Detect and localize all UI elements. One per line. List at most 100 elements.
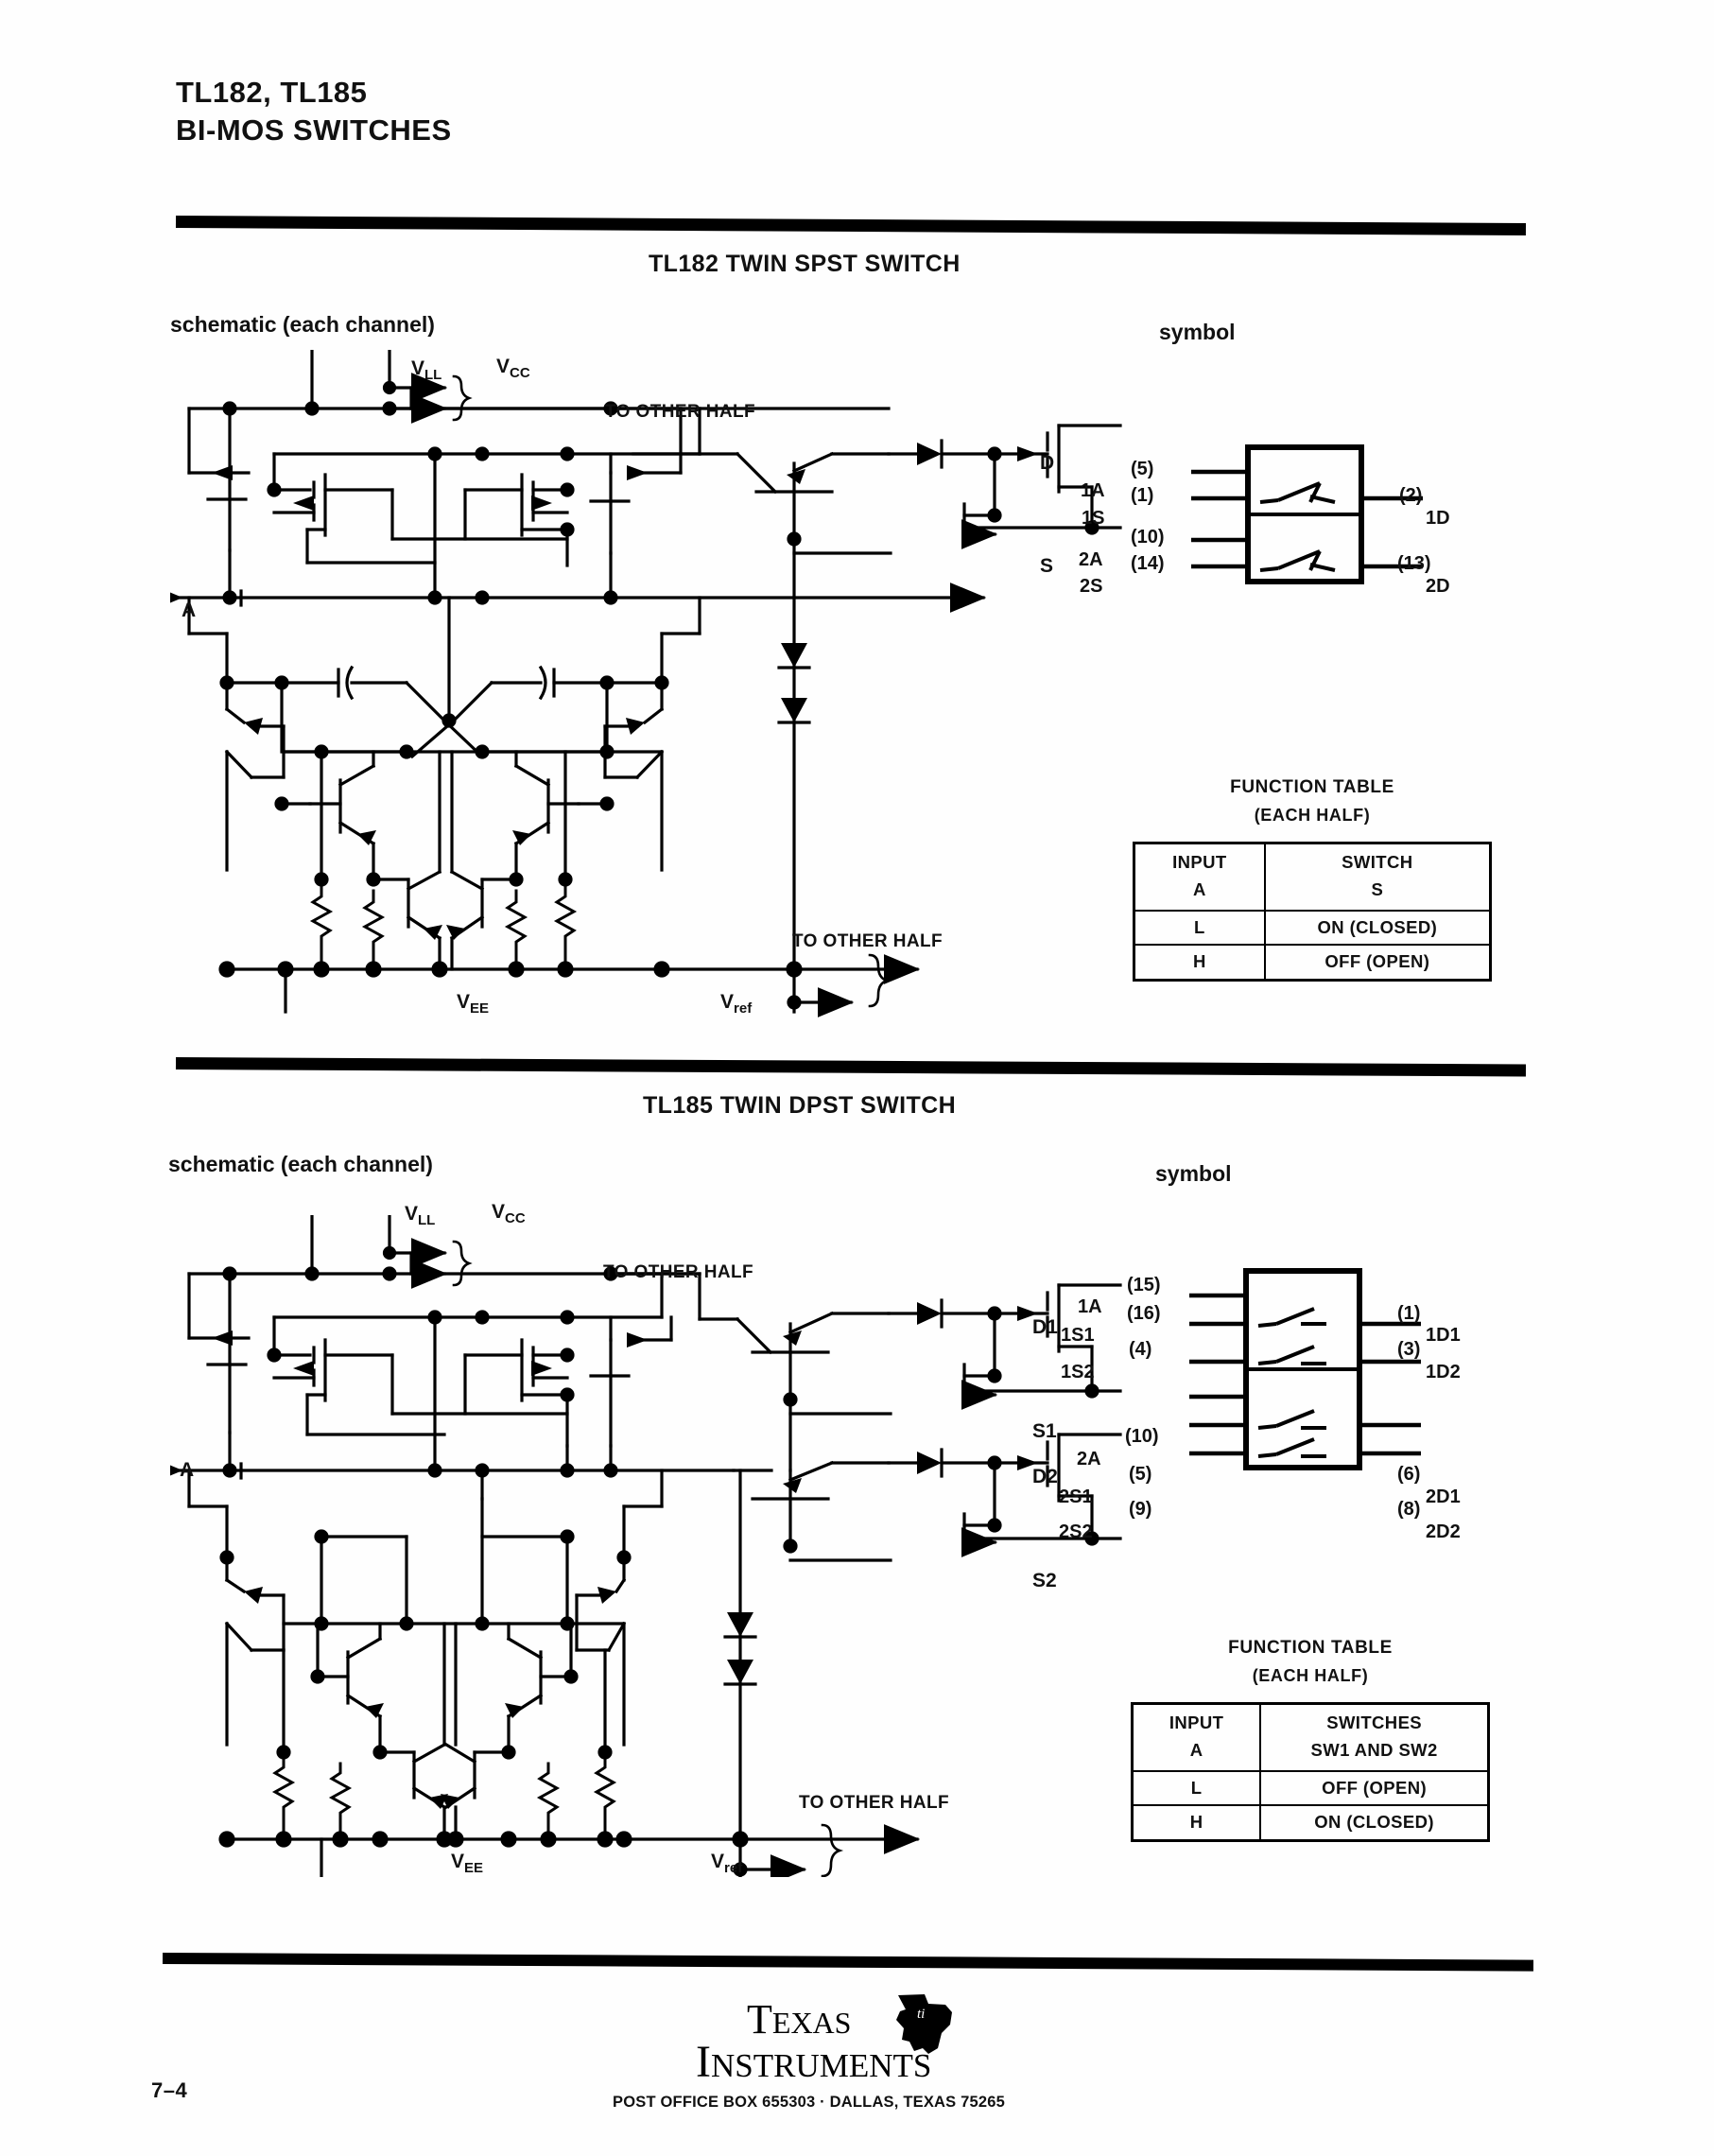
symbol-pin-number-1a-tl182: (5) bbox=[1131, 459, 1154, 479]
symbol-pin-number-2d-tl182: (13) bbox=[1397, 553, 1431, 574]
symbol-pin-name-2d-tl182: 2D bbox=[1426, 576, 1450, 597]
function-table-title-tl185: FUNCTION TABLE bbox=[1228, 1638, 1393, 1658]
terminal-a-tl185: A bbox=[180, 1459, 195, 1481]
table-cell-input-h-tl182: H bbox=[1133, 944, 1266, 982]
divider-rule-middle bbox=[175, 1057, 1527, 1077]
symbol-pin-name-1s1-tl185: 1S1 bbox=[1061, 1325, 1095, 1346]
symbol-pin-name-2d2-tl185: 2D2 bbox=[1426, 1521, 1461, 1542]
symbol-pin-number-1d2-tl185: (3) bbox=[1397, 1339, 1421, 1360]
divider-rule-bottom bbox=[162, 1953, 1534, 1972]
supply-label-vcc-tl182: VCC bbox=[496, 356, 530, 382]
device-names: TL182, TL185 bbox=[176, 76, 368, 109]
symbol-pin-name-1d-tl182: 1D bbox=[1426, 508, 1450, 529]
symbol-pin-name-2d1-tl185: 2D1 bbox=[1426, 1487, 1461, 1507]
symbol-pin-name-1d2-tl185: 1D2 bbox=[1426, 1362, 1461, 1382]
symbol-pin-name-2s-tl182: 2S bbox=[1080, 576, 1103, 597]
table-cell-input-l-tl182: L bbox=[1133, 909, 1266, 947]
schematic-label-tl185: schematic (each channel) bbox=[168, 1152, 433, 1176]
schematic-tl182 bbox=[170, 350, 1125, 1040]
table-cell-switches-l-tl185: OFF (OPEN) bbox=[1259, 1769, 1490, 1807]
symbol-pin-number-2a-tl182: (10) bbox=[1131, 527, 1165, 548]
symbol-pin-number-1s2-tl185: (4) bbox=[1129, 1339, 1152, 1360]
logo-monogram: ti bbox=[917, 2007, 925, 2022]
symbol-pin-number-1d1-tl185: (1) bbox=[1397, 1303, 1421, 1324]
symbol-label-tl182: symbol bbox=[1159, 320, 1236, 344]
note-to-other-half-top-tl185: TO OTHER HALF bbox=[603, 1262, 753, 1282]
supply-label-vee-tl185: VEE bbox=[451, 1851, 484, 1877]
symbol-pin-number-1d-tl182: (2) bbox=[1399, 485, 1423, 506]
symbol-pin-name-1s-tl182: 1S bbox=[1082, 508, 1105, 529]
divider-rule-top bbox=[175, 216, 1527, 235]
terminal-d2-tl185: D2 bbox=[1032, 1466, 1058, 1487]
symbol-pin-name-2s1-tl185: 2S1 bbox=[1059, 1487, 1093, 1507]
logo-text-texas: TEXAS bbox=[747, 1996, 851, 2043]
table-header-input-sub-tl182: A bbox=[1133, 877, 1266, 912]
terminal-s-tl182: S bbox=[1040, 555, 1054, 577]
table-cell-switch-h-tl182: OFF (OPEN) bbox=[1263, 944, 1492, 982]
section-title-tl182: TL182 TWIN SPST SWITCH bbox=[649, 251, 961, 277]
device-family: BI-MOS SWITCHES bbox=[176, 113, 452, 147]
table-cell-input-l-tl185: L bbox=[1131, 1769, 1262, 1807]
symbol-pin-number-1s1-tl185: (16) bbox=[1127, 1303, 1161, 1324]
table-header-switches-tl185: SWITCHES bbox=[1259, 1702, 1490, 1738]
table-row: H ON (CLOSED) bbox=[1131, 1804, 1490, 1842]
table-cell-input-h-tl185: H bbox=[1131, 1804, 1262, 1842]
logo-text-instruments: INSTRUMENTS bbox=[696, 2037, 931, 2087]
terminal-a-tl182: A bbox=[182, 600, 197, 621]
supply-label-vref-tl185: Vref bbox=[711, 1851, 743, 1877]
texas-state-outline-icon bbox=[896, 1994, 952, 2054]
symbol-pin-number-2s-tl182: (14) bbox=[1131, 553, 1165, 574]
terminal-s1-tl185: S1 bbox=[1032, 1420, 1057, 1442]
page-number: 7–4 bbox=[151, 2078, 188, 2102]
terminal-d1-tl185: D1 bbox=[1032, 1316, 1058, 1338]
supply-label-vee-tl182: VEE bbox=[457, 991, 490, 1017]
note-to-other-half-bottom-tl185: TO OTHER HALF bbox=[799, 1793, 949, 1813]
table-header-switches-sub-tl185: SW1 AND SW2 bbox=[1259, 1737, 1490, 1772]
symbol-pin-number-2a-tl185: (10) bbox=[1125, 1426, 1159, 1447]
page-title: TL182, TL185 BI-MOS SWITCHES bbox=[176, 74, 452, 148]
table-row: H OFF (OPEN) bbox=[1133, 944, 1492, 982]
table-header-switch-sub-tl182: S bbox=[1263, 877, 1492, 912]
symbol-pin-name-1s2-tl185: 1S2 bbox=[1061, 1362, 1095, 1382]
function-table-grid-tl182: INPUT SWITCH A S L ON (CLOSED) H OFF (OP… bbox=[1133, 842, 1492, 982]
texas-instruments-logo: TEXAS INSTRUMENTS ti bbox=[679, 1993, 1019, 2088]
symbol-pin-number-2d2-tl185: (8) bbox=[1397, 1499, 1421, 1520]
table-cell-switch-l-tl182: ON (CLOSED) bbox=[1263, 909, 1492, 947]
schematic-label-tl182: schematic (each channel) bbox=[170, 312, 435, 337]
supply-label-vcc-tl185: VCC bbox=[492, 1201, 526, 1227]
table-row: INPUT SWITCH bbox=[1133, 842, 1492, 878]
table-header-input-sub-tl185: A bbox=[1131, 1737, 1262, 1772]
symbol-diagram-tl182 bbox=[1134, 430, 1513, 671]
table-row: A SW1 AND SW2 bbox=[1131, 1737, 1490, 1772]
table-header-input-tl182: INPUT bbox=[1133, 842, 1266, 878]
table-row: INPUT SWITCHES bbox=[1131, 1702, 1490, 1738]
symbol-pin-number-1a-tl185: (15) bbox=[1127, 1275, 1161, 1295]
symbol-pin-name-2a-tl182: 2A bbox=[1079, 549, 1103, 570]
symbol-pin-name-1a-tl185: 1A bbox=[1078, 1296, 1102, 1317]
table-header-input-tl185: INPUT bbox=[1131, 1702, 1262, 1738]
table-row: L ON (CLOSED) bbox=[1133, 909, 1492, 947]
terminal-d-tl182: D bbox=[1040, 452, 1055, 474]
symbol-label-tl185: symbol bbox=[1155, 1161, 1232, 1186]
footer-address: POST OFFICE BOX 655303 · DALLAS, TEXAS 7… bbox=[613, 2094, 1006, 2111]
symbol-pin-name-2s2-tl185: 2S2 bbox=[1059, 1521, 1093, 1542]
table-cell-switches-h-tl185: ON (CLOSED) bbox=[1259, 1804, 1490, 1842]
symbol-pin-number-2d1-tl185: (6) bbox=[1397, 1464, 1421, 1485]
terminal-s2-tl185: S2 bbox=[1032, 1570, 1057, 1591]
symbol-pin-name-1d1-tl185: 1D1 bbox=[1426, 1325, 1461, 1346]
function-table-tl185: FUNCTION TABLE (EACH HALF) INPUT SWITCHE… bbox=[1131, 1638, 1490, 1843]
supply-label-vll-tl182: VLL bbox=[411, 357, 442, 384]
symbol-pin-number-2s2-tl185: (9) bbox=[1129, 1499, 1152, 1520]
symbol-diagram-tl185 bbox=[1133, 1250, 1511, 1539]
symbol-pin-number-2s1-tl185: (5) bbox=[1129, 1464, 1152, 1485]
section-title-tl185: TL185 TWIN DPST SWITCH bbox=[643, 1092, 957, 1119]
note-to-other-half-bottom-tl182: TO OTHER HALF bbox=[792, 931, 943, 951]
supply-label-vll-tl185: VLL bbox=[405, 1203, 436, 1229]
table-row: A S bbox=[1133, 877, 1492, 912]
symbol-pin-name-2a-tl185: 2A bbox=[1077, 1449, 1101, 1469]
supply-label-vref-tl182: Vref bbox=[720, 991, 753, 1017]
table-header-switch-tl182: SWITCH bbox=[1263, 842, 1492, 878]
function-table-subtitle-tl185: (EACH HALF) bbox=[1252, 1666, 1369, 1685]
function-table-grid-tl185: INPUT SWITCHES A SW1 AND SW2 L OFF (OPEN… bbox=[1131, 1702, 1490, 1843]
